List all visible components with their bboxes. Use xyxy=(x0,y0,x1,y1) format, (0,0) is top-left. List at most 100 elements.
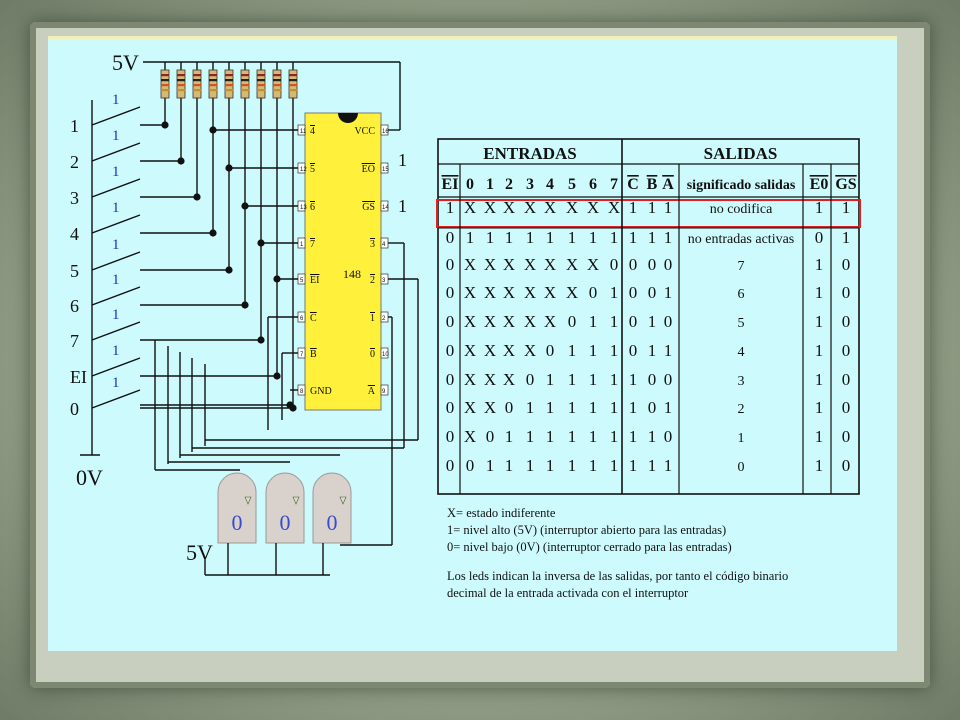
junction-dot xyxy=(273,372,281,380)
table-cell: 1 xyxy=(589,341,598,360)
resistor-band xyxy=(225,84,233,87)
table-cell: 1 xyxy=(589,456,598,475)
switch-blade xyxy=(91,286,141,306)
table-header-12: significado salidas xyxy=(687,178,796,193)
led-marker xyxy=(244,496,252,505)
eo-output-value: 1 xyxy=(398,150,407,170)
table-cell: 1 xyxy=(648,427,657,446)
junction-dot xyxy=(241,301,249,309)
table-cell: X xyxy=(524,312,536,331)
table-cell: 0 xyxy=(648,398,657,417)
resistor-band xyxy=(241,89,249,92)
switch-state-label: 1 xyxy=(112,128,120,144)
note-leds: Los leds indican la inversa de las salid… xyxy=(447,569,789,600)
table-cell: 6 xyxy=(738,287,745,302)
chip-pin-name-GND: GND xyxy=(310,386,332,397)
chip-pin-name-A: A xyxy=(368,386,376,397)
chip-pin-number: 12 xyxy=(300,167,307,173)
table-cell: X xyxy=(464,341,476,360)
switch-label-7: 7 xyxy=(70,331,79,351)
table-cell: X xyxy=(484,341,496,360)
switch-label-1: 1 xyxy=(70,116,79,136)
led-value: 0 xyxy=(232,510,243,535)
switch-label-6: 6 xyxy=(70,296,79,316)
table-cell: 1 xyxy=(568,427,577,446)
chip-pin xyxy=(380,347,389,359)
table-cell: 1 xyxy=(466,228,475,247)
table-cell: 1 xyxy=(664,341,673,360)
table-cell: X xyxy=(566,198,578,217)
switch-blade xyxy=(91,357,141,377)
table-cell: X xyxy=(524,255,536,274)
table-cell: 1 xyxy=(446,198,455,217)
resistor-band xyxy=(241,74,249,77)
table-cell: no entradas activas xyxy=(688,232,795,247)
junction-dot xyxy=(273,275,281,283)
switch-blade xyxy=(91,251,141,271)
table-cell: 1 xyxy=(664,283,673,302)
table-cell: 0 xyxy=(842,341,851,360)
table-cell: 0 xyxy=(446,370,455,389)
table-cell: X xyxy=(566,283,578,302)
led-indicator xyxy=(265,472,305,544)
chip-pin-name-7: 7 xyxy=(310,239,315,250)
switch-label-EI: EI xyxy=(70,367,87,387)
table-cell: 1 xyxy=(664,198,673,217)
table-cell: 1 xyxy=(664,456,673,475)
table-cell: 1 xyxy=(610,228,619,247)
table-cell: 0 xyxy=(738,460,745,475)
table-cell: 0 xyxy=(629,283,638,302)
table-cell: 0 xyxy=(629,312,638,331)
table-header-10: B xyxy=(647,176,658,193)
resistor-band xyxy=(257,79,265,82)
led-indicator xyxy=(217,472,257,544)
table-cell: X xyxy=(544,312,556,331)
resistor-band xyxy=(161,84,169,87)
chip-pin xyxy=(380,384,389,396)
table-cell: 1 xyxy=(648,312,657,331)
table-cell: 1 xyxy=(505,228,514,247)
resistor-band xyxy=(193,74,201,77)
table-cell: 1 xyxy=(664,398,673,417)
table-header-13: E0 xyxy=(810,176,829,193)
table-cell: X xyxy=(566,255,578,274)
table-cell: 0 xyxy=(610,255,619,274)
resistor-band xyxy=(289,89,297,92)
resistor-band xyxy=(209,74,217,77)
chip-pin-name-B: B xyxy=(310,349,317,360)
table-cell: 1 xyxy=(815,312,824,331)
table-cell: 0 xyxy=(446,312,455,331)
switch-label-2: 2 xyxy=(70,152,79,172)
table-cell: X xyxy=(524,283,536,302)
switch-state-label: 1 xyxy=(112,272,120,288)
table-cell: 0 xyxy=(446,398,455,417)
junction-dot xyxy=(209,229,217,237)
resistor-band xyxy=(161,89,169,92)
table-cell: 1 xyxy=(589,398,598,417)
junction-dot xyxy=(225,164,233,172)
resistor-band xyxy=(209,79,217,82)
switch-state-label: 1 xyxy=(112,307,120,323)
gs-output-value: 1 xyxy=(398,196,407,216)
table-cell: 1 xyxy=(546,228,555,247)
table-cell: X xyxy=(524,198,536,217)
table-row-highlight xyxy=(436,199,861,228)
chip-notch xyxy=(338,113,358,123)
table-cell: 1 xyxy=(610,283,619,302)
table-cell: 1 xyxy=(815,255,824,274)
table-cell: 1 xyxy=(589,427,598,446)
table-cell: 0 xyxy=(589,283,598,302)
resistor-band xyxy=(225,89,233,92)
table-cell: 5 xyxy=(738,316,745,331)
note-high: 1= nivel alto (5V) (interruptor abierto … xyxy=(447,523,727,537)
resistor-band xyxy=(289,84,297,87)
table-cell: 0 xyxy=(648,283,657,302)
table-border xyxy=(437,138,860,495)
chip-pin-number: 11 xyxy=(300,129,307,135)
table-cell: 1 xyxy=(568,228,577,247)
table-cell: 1 xyxy=(629,398,638,417)
chip-pin-number: 3 xyxy=(382,278,386,284)
led-value: 0 xyxy=(280,510,291,535)
table-cell: 0 xyxy=(842,283,851,302)
resistor-band xyxy=(193,79,201,82)
